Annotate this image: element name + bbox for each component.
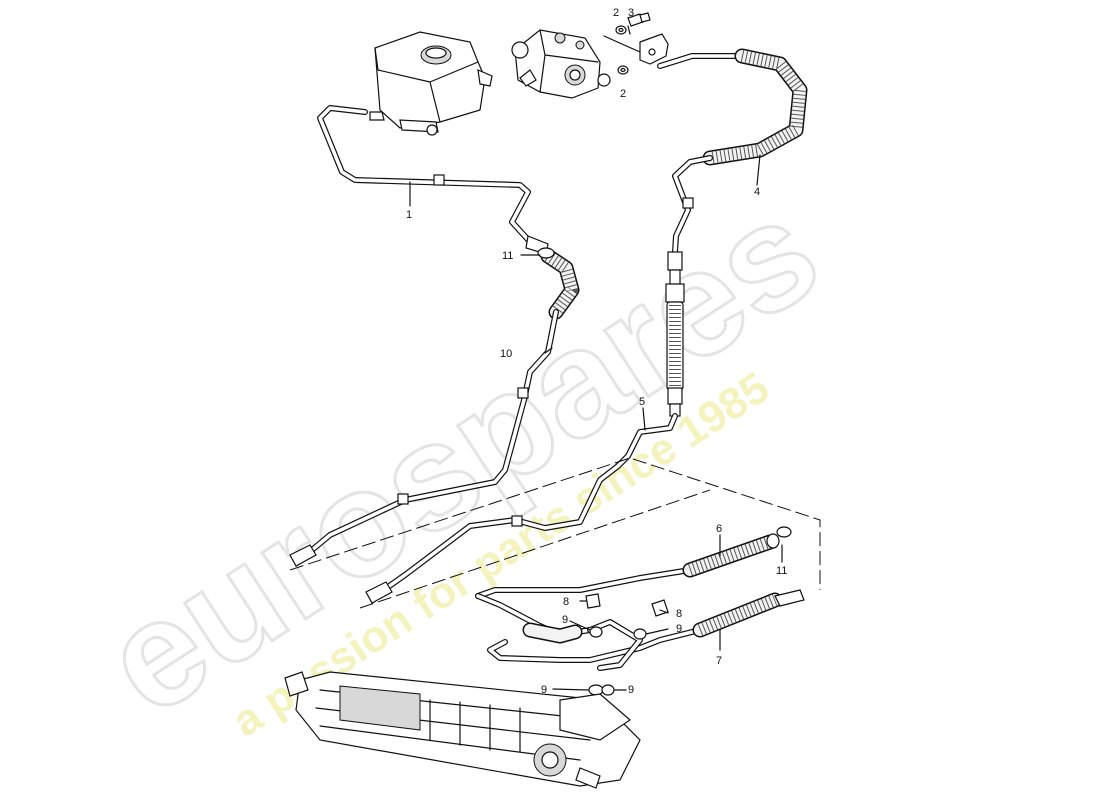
callout-9b: 9: [676, 623, 682, 635]
power-steering-pump: [511, 29, 611, 99]
callout-5: 5: [639, 396, 645, 408]
rack-lines: [475, 526, 805, 696]
callout-1: 1: [406, 209, 412, 221]
callout-9d: 9: [628, 684, 634, 696]
pressure-pipe: [365, 413, 678, 604]
callout-4: 4: [754, 186, 760, 198]
callout-2a: 2: [613, 7, 619, 19]
pressure-hose: [657, 48, 808, 417]
steering-rack: [284, 671, 641, 789]
leader-lines: [409, 154, 783, 691]
watermark: eurospares a passion for parts since 198…: [74, 164, 847, 748]
callout-9c: 9: [541, 684, 547, 696]
callout-11b: 11: [776, 565, 787, 577]
callout-3: 3: [628, 7, 634, 19]
callouts: 1 2 2 3 4 5 6 7 8 8 9 9 9 9 10 11 11: [406, 7, 787, 696]
callout-8a: 8: [563, 596, 569, 608]
callout-9a: 9: [562, 614, 568, 626]
reference-lines: [289, 457, 821, 609]
fluid-reservoir: [369, 31, 493, 136]
callout-7: 7: [716, 655, 722, 667]
pump-bracket: [603, 12, 669, 75]
callout-10: 10: [500, 348, 512, 360]
callout-8b: 8: [676, 608, 682, 620]
callout-2b: 2: [620, 88, 626, 100]
callout-11a: 11: [502, 250, 513, 262]
suction-hose-and-pipe: [289, 247, 580, 567]
watermark-brand: eurospares: [76, 165, 846, 746]
callout-6: 6: [716, 523, 722, 535]
